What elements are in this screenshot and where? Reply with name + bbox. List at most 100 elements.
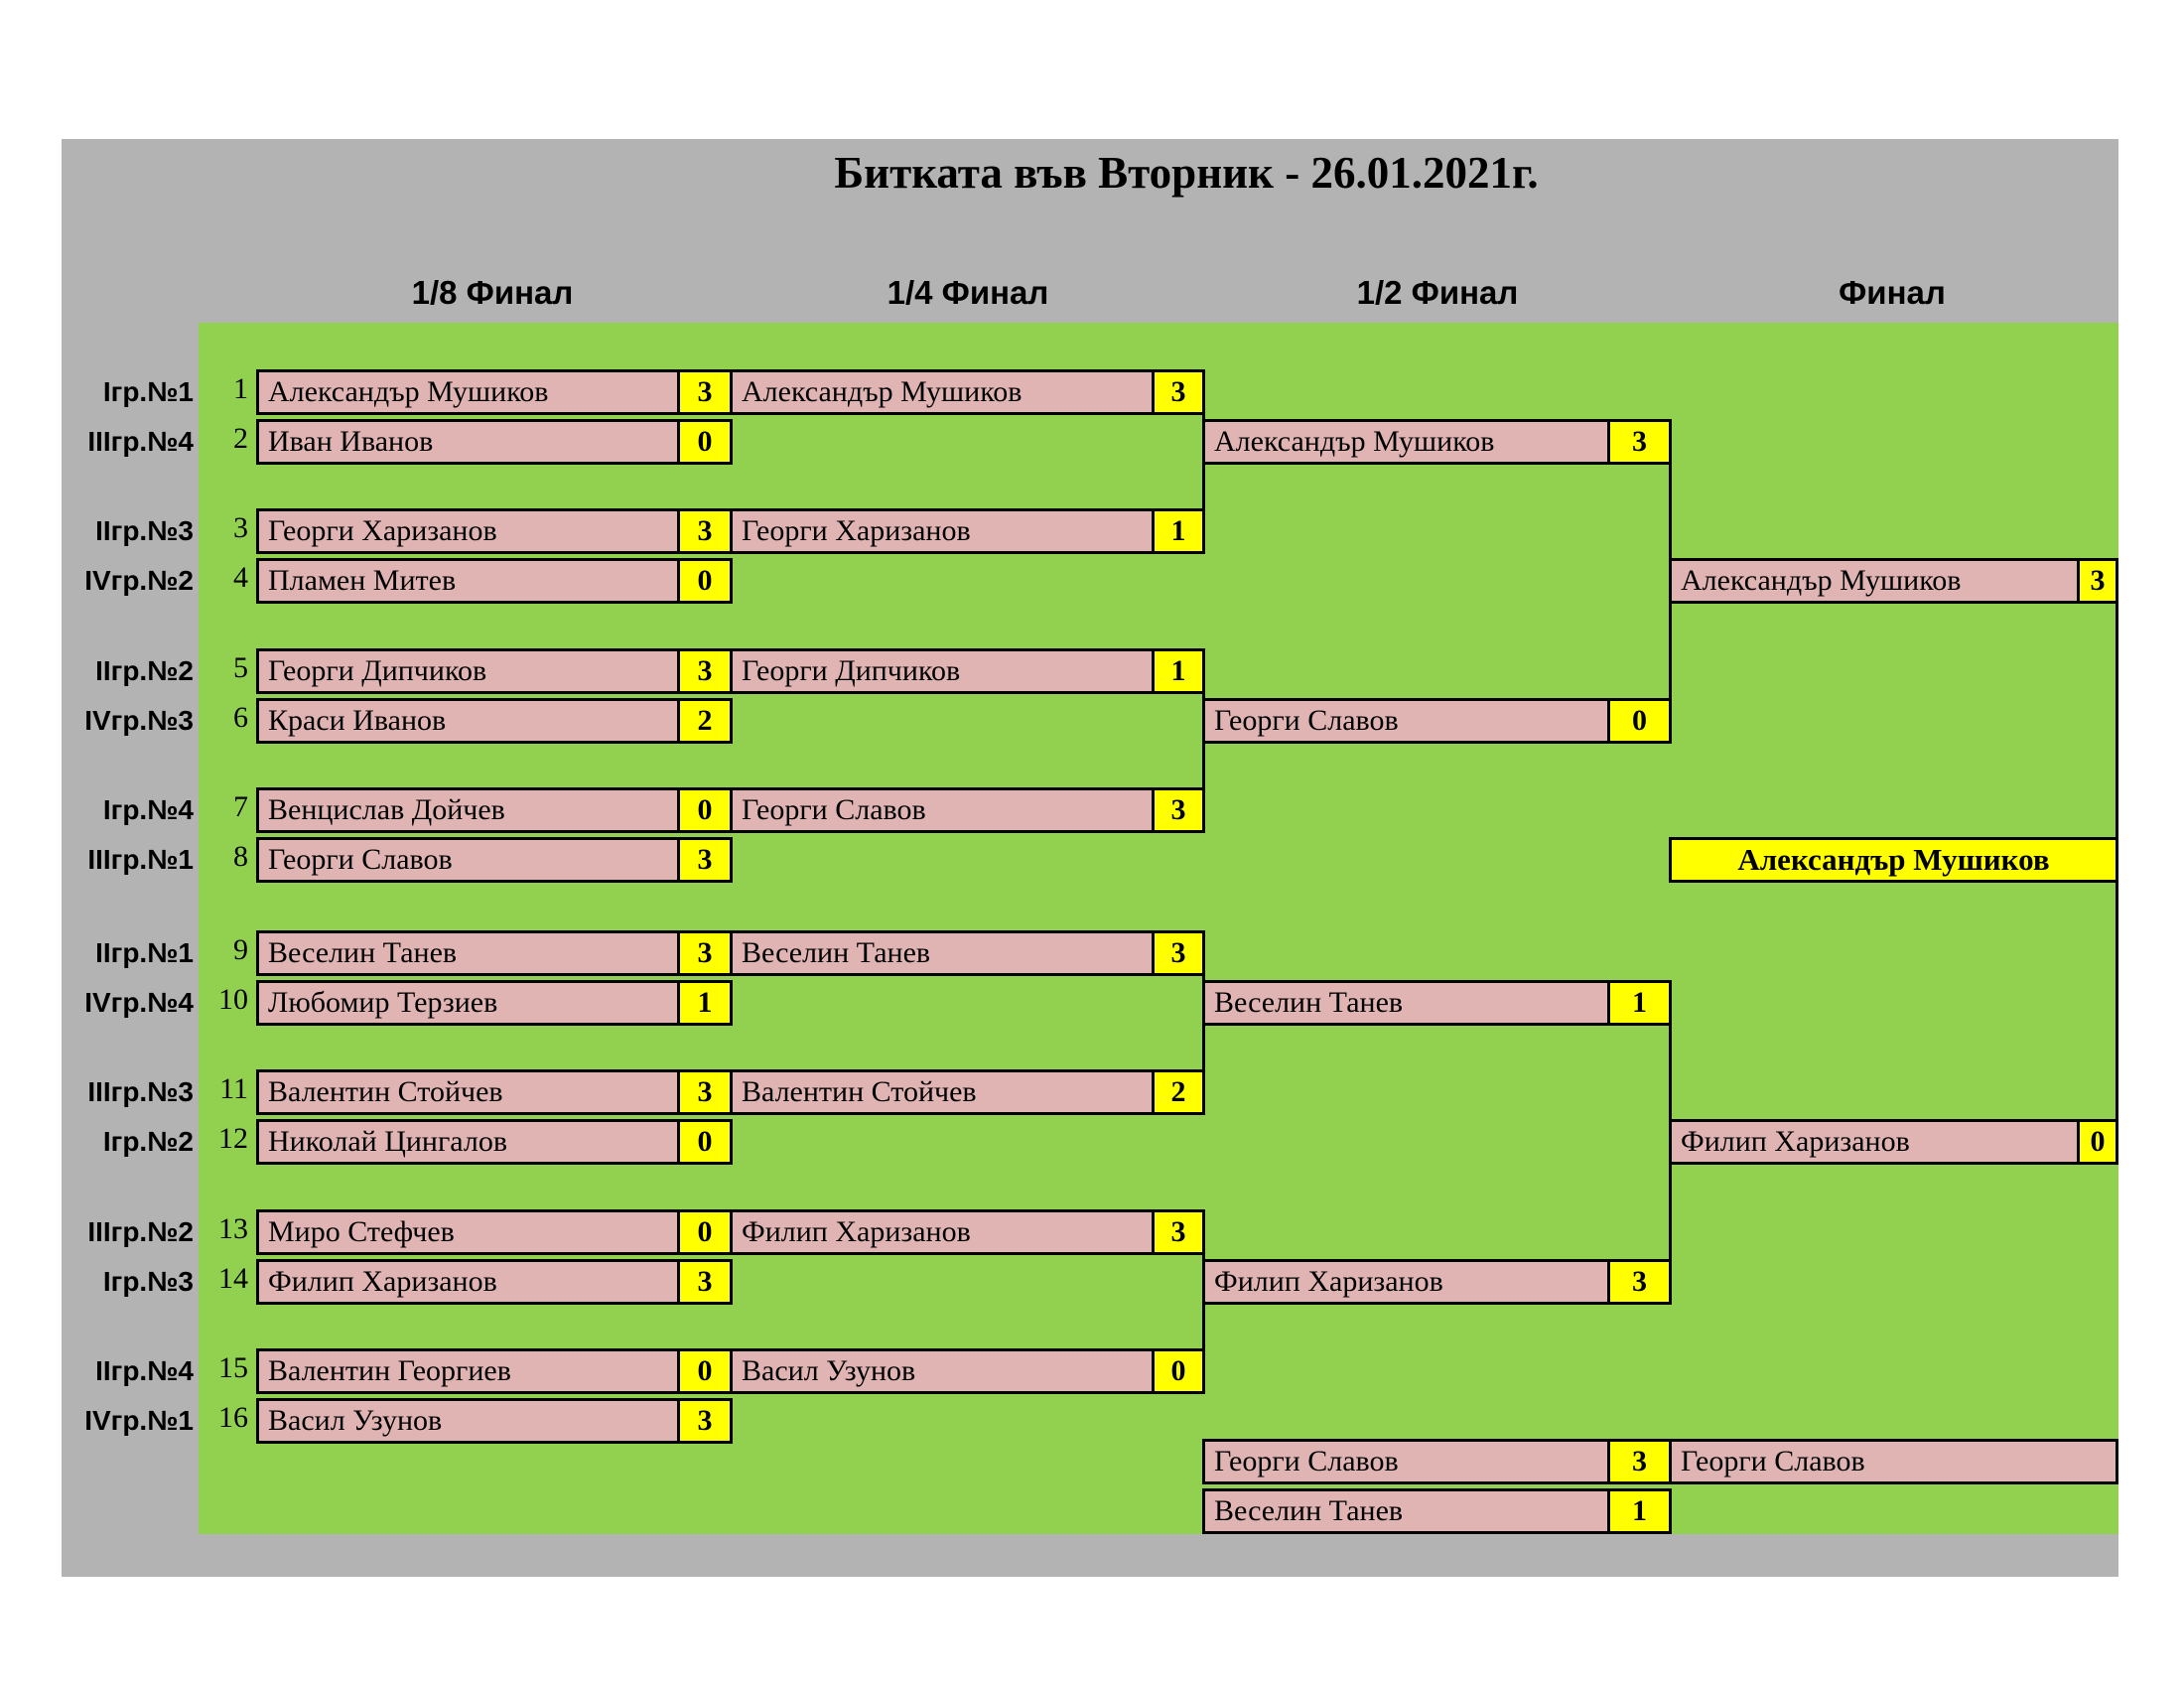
player-box: Валентин Георгиев — [256, 1348, 680, 1394]
round-header: 1/8 Финал — [411, 274, 574, 311]
seed-number: 5 — [233, 651, 248, 684]
score-box: 0 — [1607, 698, 1672, 744]
player-box: Георги Дипчиков — [730, 648, 1155, 694]
score-box: 0 — [677, 1348, 733, 1394]
score-box: 3 — [677, 508, 733, 554]
score-box: 0 — [677, 558, 733, 604]
seed-number: 7 — [233, 790, 248, 823]
seed-number: 10 — [218, 983, 248, 1016]
score-box: 3 — [1152, 787, 1205, 833]
seed-number: 2 — [233, 422, 248, 455]
score-box: 3 — [677, 1398, 733, 1444]
score-box: 3 — [1607, 419, 1672, 465]
group-label: Iгр.№1 — [102, 376, 194, 407]
score-box: 3 — [677, 648, 733, 694]
player-box: Георги Славов — [1202, 1439, 1610, 1484]
group-label: Iгр.№4 — [102, 794, 194, 825]
player-box: Филип Харизанов — [256, 1259, 680, 1305]
score-box: 0 — [677, 1209, 733, 1255]
seed-number: 8 — [233, 840, 248, 873]
player-box: Миро Стефчев — [256, 1209, 680, 1255]
score-box: 3 — [1607, 1259, 1672, 1305]
seed-number: 12 — [218, 1122, 248, 1155]
group-label: IVгр.№3 — [84, 705, 194, 736]
champion-box: Александър Мушиков — [1669, 837, 2118, 883]
player-box: Георги Славов — [1202, 698, 1610, 744]
score-box: 3 — [677, 1259, 733, 1305]
seed-number: 11 — [219, 1072, 248, 1105]
score-box: 0 — [677, 1119, 733, 1165]
round-header: 1/4 Финал — [887, 274, 1049, 311]
player-box: Александър Мушиков — [1202, 419, 1610, 465]
player-box: Веселин Танев — [1202, 1488, 1610, 1534]
group-label: IVгр.№2 — [84, 565, 194, 596]
score-box: 0 — [2077, 1119, 2118, 1165]
player-box: Георги Славов — [1669, 1439, 2118, 1484]
group-label: IIIгр.№1 — [87, 844, 194, 875]
seed-number: 4 — [233, 561, 248, 594]
player-box: Краси Иванов — [256, 698, 680, 744]
seed-number: 16 — [218, 1401, 248, 1434]
score-box: 2 — [677, 698, 733, 744]
player-box: Георги Харизанов — [256, 508, 680, 554]
group-label: Iгр.№3 — [102, 1266, 194, 1297]
tournament-title: Битката във Вторник - 26.01.2021г. — [834, 148, 1539, 198]
player-box: Васил Узунов — [256, 1398, 680, 1444]
group-label: IIгр.№1 — [95, 937, 194, 968]
seed-number: 15 — [218, 1351, 248, 1384]
group-label: IIгр.№3 — [95, 515, 194, 546]
score-box: 3 — [677, 369, 733, 415]
player-box: Валентин Стойчев — [730, 1069, 1155, 1115]
group-label: IIIгр.№3 — [87, 1076, 194, 1107]
player-box: Георги Харизанов — [730, 508, 1155, 554]
player-box: Александър Мушиков — [730, 369, 1155, 415]
group-label: IVгр.№4 — [84, 987, 194, 1018]
seed-number: 9 — [233, 933, 248, 966]
score-box: 3 — [1607, 1439, 1672, 1484]
score-box: 3 — [1152, 930, 1205, 976]
seed-number: 3 — [233, 511, 248, 544]
score-box: 0 — [677, 787, 733, 833]
group-label: IVгр.№1 — [84, 1405, 194, 1436]
player-box: Веселин Танев — [730, 930, 1155, 976]
score-box: 3 — [1152, 369, 1205, 415]
player-box: Георги Славов — [730, 787, 1155, 833]
score-box: 2 — [1152, 1069, 1205, 1115]
player-box: Васил Узунов — [730, 1348, 1155, 1394]
score-box: 1 — [677, 980, 733, 1026]
group-label: IIIгр.№4 — [87, 426, 194, 457]
group-label: IIIгр.№2 — [87, 1216, 194, 1247]
player-box: Николай Цингалов — [256, 1119, 680, 1165]
player-box: Веселин Танев — [1202, 980, 1610, 1026]
score-box: 1 — [1607, 980, 1672, 1026]
player-box: Александър Мушиков — [256, 369, 680, 415]
score-box: 0 — [677, 419, 733, 465]
score-box: 0 — [1152, 1348, 1205, 1394]
seed-number: 13 — [218, 1212, 248, 1245]
score-box: 3 — [1152, 1209, 1205, 1255]
score-box: 1 — [1152, 508, 1205, 554]
seed-number: 6 — [233, 701, 248, 734]
player-box: Венцислав Дойчев — [256, 787, 680, 833]
player-box: Филип Харизанов — [1202, 1259, 1610, 1305]
score-box: 3 — [677, 930, 733, 976]
player-box: Любомир Терзиев — [256, 980, 680, 1026]
player-box: Иван Иванов — [256, 419, 680, 465]
player-box: Филип Харизанов — [1669, 1119, 2080, 1165]
group-label: IIгр.№4 — [95, 1355, 194, 1386]
round-header: 1/2 Финал — [1356, 274, 1519, 311]
seed-number: 1 — [233, 372, 248, 405]
player-box: Георги Дипчиков — [256, 648, 680, 694]
score-box: 3 — [677, 1069, 733, 1115]
player-box: Филип Харизанов — [730, 1209, 1155, 1255]
player-box: Валентин Стойчев — [256, 1069, 680, 1115]
score-box: 3 — [2077, 558, 2118, 604]
score-box: 1 — [1607, 1488, 1672, 1534]
score-box: 1 — [1152, 648, 1205, 694]
group-label: IIгр.№2 — [95, 655, 194, 686]
player-box: Александър Мушиков — [1669, 558, 2080, 604]
player-box: Пламен Митев — [256, 558, 680, 604]
player-box: Веселин Танев — [256, 930, 680, 976]
score-box: 3 — [677, 837, 733, 883]
